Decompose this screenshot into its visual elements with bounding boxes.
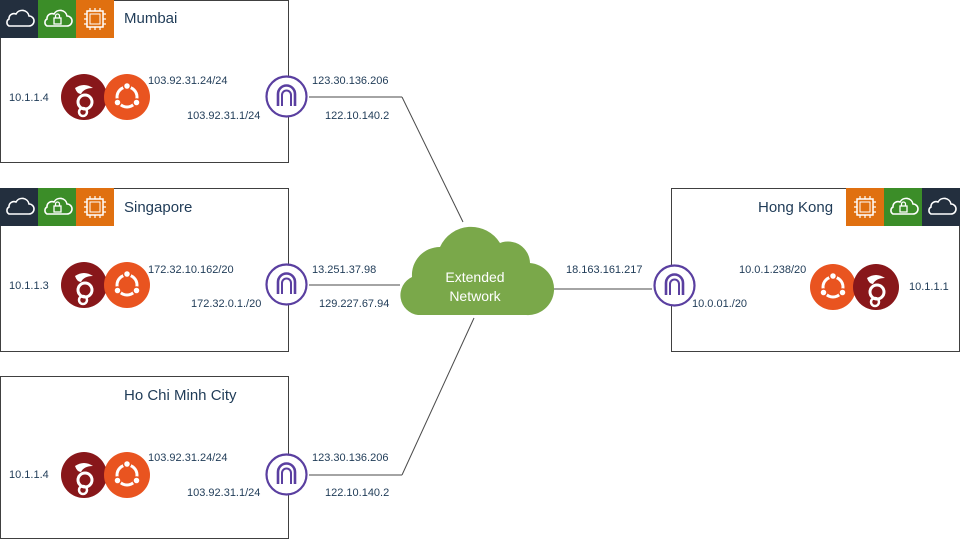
cloud-icon bbox=[928, 197, 957, 215]
site-name-mumbai: Mumbai bbox=[124, 10, 178, 27]
badge-ec2 bbox=[846, 188, 884, 226]
badge-cloud bbox=[922, 188, 960, 226]
chip-icon bbox=[854, 196, 876, 218]
internet-gateway-icon bbox=[264, 262, 309, 312]
gw-ip-singapore: 172.32.0.1./20 bbox=[191, 298, 262, 310]
ubuntu-icon bbox=[104, 452, 150, 503]
extended-network-cloud bbox=[396, 215, 556, 326]
lock-cloud-icon bbox=[890, 197, 919, 215]
private-ip-hcmc: 122.10.140.2 bbox=[325, 487, 390, 499]
ubuntu-icon bbox=[810, 264, 856, 315]
private-ip-mumbai: 122.10.140.2 bbox=[325, 110, 390, 122]
cloud-icon bbox=[6, 197, 35, 215]
link-mumbai-cloud-diag bbox=[401, 96, 464, 223]
site-name-singapore: Singapore bbox=[124, 199, 193, 216]
lock-cloud-icon bbox=[44, 197, 73, 215]
site-name-hcmc: Ho Chi Minh City bbox=[124, 387, 237, 404]
link-hcmc-cloud-diag bbox=[401, 317, 475, 476]
internet-gateway-icon bbox=[264, 74, 309, 124]
gw-ip-hcmc: 103.92.31.1/24 bbox=[187, 487, 261, 499]
chip-icon bbox=[84, 196, 106, 218]
lock-cloud-icon bbox=[44, 9, 73, 27]
badge-ec2 bbox=[76, 0, 114, 38]
wireguard-icon bbox=[61, 452, 107, 503]
host-ip-hongkong: 10.1.1.1 bbox=[909, 281, 949, 293]
host-ip-mumbai: 10.1.1.4 bbox=[9, 92, 49, 104]
badge-cloud bbox=[0, 0, 38, 38]
host-ip-singapore: 10.1.1.3 bbox=[9, 280, 49, 292]
badge-cloud bbox=[0, 188, 38, 226]
badge-vpc bbox=[38, 0, 76, 38]
ubuntu-icon bbox=[104, 74, 150, 125]
lan-ip-hongkong: 10.0.1.238/20 bbox=[739, 264, 807, 276]
ubuntu-icon bbox=[104, 262, 150, 313]
lan-ip-hcmc: 103.92.31.24/24 bbox=[148, 452, 228, 464]
site-box-hcmc bbox=[0, 376, 289, 539]
cloud-label-line2: Network bbox=[449, 288, 501, 304]
public-ip-hcmc: 123.30.136.206 bbox=[312, 452, 389, 464]
cloud-icon bbox=[6, 9, 35, 27]
chip-icon bbox=[84, 8, 106, 30]
gw-ip-hongkong: 10.0.01./20 bbox=[692, 298, 748, 310]
public-ip-hongkong: 18.163.161.217 bbox=[566, 264, 643, 276]
lan-ip-singapore: 172.32.10.162/20 bbox=[148, 264, 234, 276]
badge-vpc bbox=[884, 188, 922, 226]
site-name-hongkong: Hong Kong bbox=[758, 199, 834, 216]
internet-gateway-icon bbox=[652, 263, 697, 313]
gw-ip-mumbai: 103.92.31.1/24 bbox=[187, 110, 261, 122]
private-ip-singapore: 129.227.67.94 bbox=[319, 298, 390, 310]
lan-ip-mumbai: 103.92.31.24/24 bbox=[148, 75, 228, 87]
host-ip-hcmc: 10.1.1.4 bbox=[9, 469, 49, 481]
wireguard-icon bbox=[61, 262, 107, 313]
cloud-shape bbox=[400, 226, 555, 316]
cloud-label-line1: Extended bbox=[445, 269, 505, 285]
badge-vpc bbox=[38, 188, 76, 226]
internet-gateway-icon bbox=[264, 452, 309, 502]
public-ip-singapore: 13.251.37.98 bbox=[312, 264, 377, 276]
wireguard-icon bbox=[61, 74, 107, 125]
public-ip-mumbai: 123.30.136.206 bbox=[312, 75, 389, 87]
badge-ec2 bbox=[76, 188, 114, 226]
wireguard-icon bbox=[853, 264, 899, 315]
cloud-label: Extended Network bbox=[415, 268, 535, 306]
